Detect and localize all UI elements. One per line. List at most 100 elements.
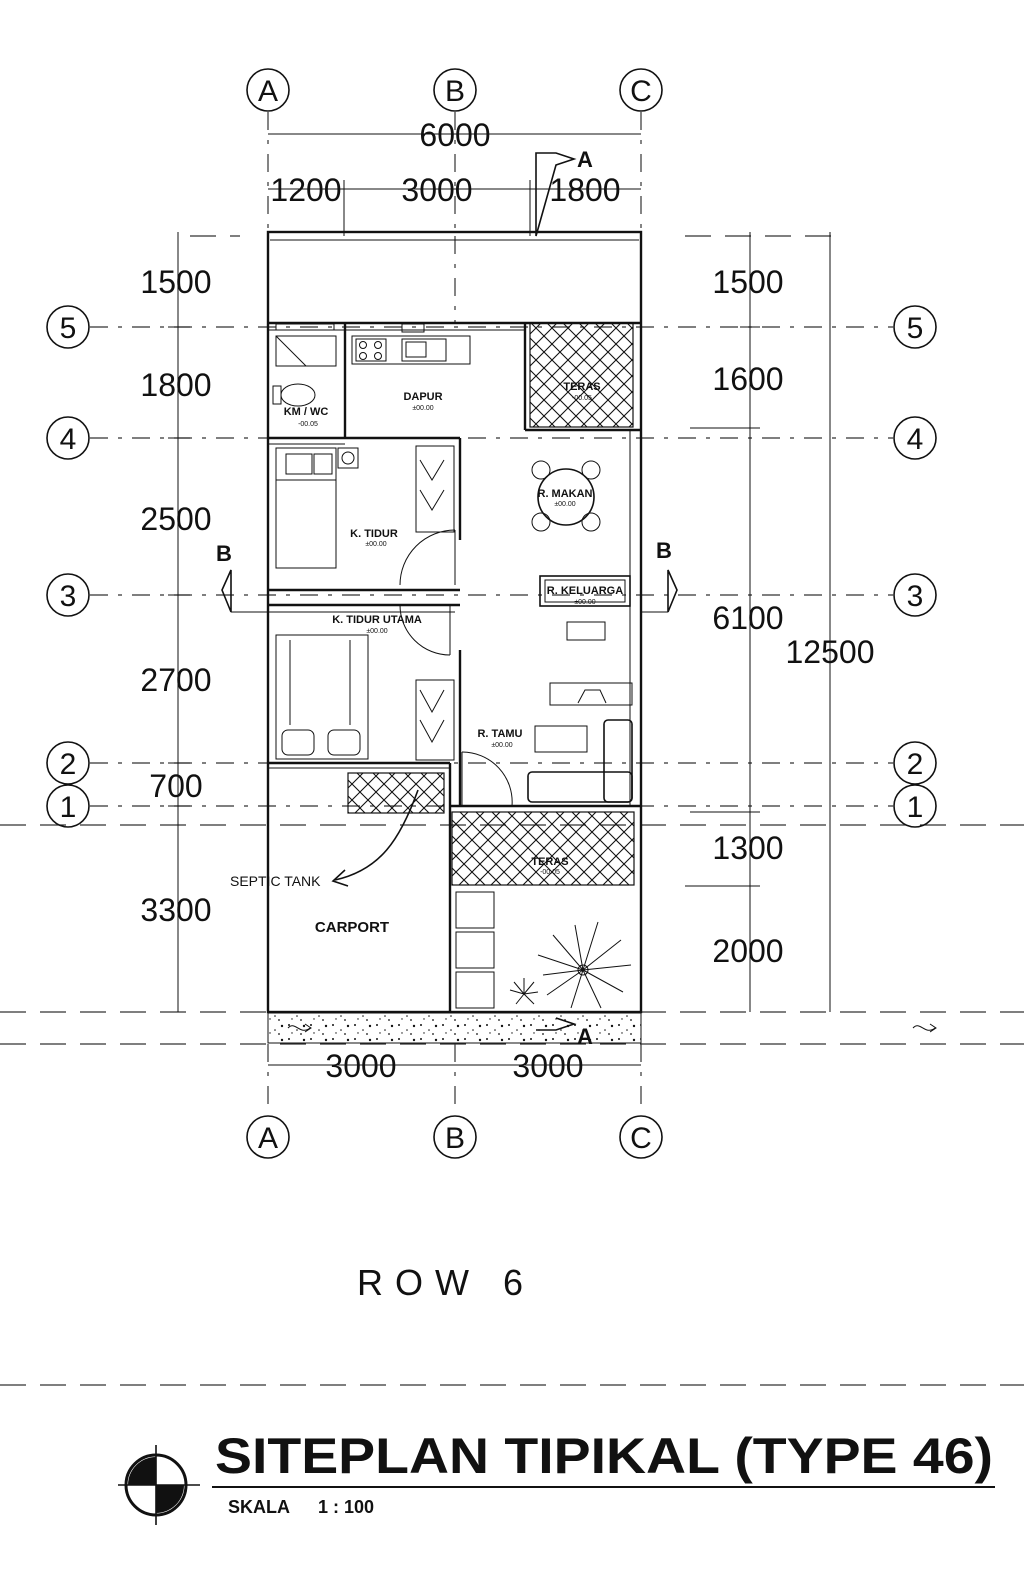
svg-text:-00.05: -00.05	[572, 395, 592, 402]
site-boundary	[266, 230, 643, 1014]
plan-title: SITEPLAN TIPIKAL (TYPE 46)	[215, 1428, 993, 1484]
svg-text:-00.05: -00.05	[540, 869, 560, 876]
svg-text:2: 2	[60, 748, 77, 781]
svg-text:1: 1	[907, 791, 924, 824]
north-arrow-icon	[118, 1445, 200, 1525]
grid-bubble-b-bottom: B	[433, 1115, 477, 1159]
palm-tree-icon	[509, 921, 632, 1009]
section-b-right: B	[656, 538, 672, 563]
dim-bottom-1: 3000	[325, 1048, 396, 1084]
room-r-keluarga-label: R. KELUARGA	[547, 585, 623, 597]
flow-arrow-icon	[287, 1023, 312, 1033]
dim-top-3: 1800	[549, 172, 620, 208]
dim-right-4: 1300	[712, 830, 783, 866]
svg-text:±00.00: ±00.00	[574, 599, 595, 606]
room-r-tamu-label: R. TAMU	[477, 728, 522, 740]
section-a-top: A	[577, 147, 593, 172]
dim-top-2: 3000	[401, 172, 472, 208]
room-kmwc-label: KM / WC	[284, 406, 329, 418]
bedroom-1-furniture	[275, 445, 455, 569]
dim-left-4: 2700	[140, 662, 211, 698]
svg-text:3: 3	[60, 580, 77, 613]
room-k-tidur-label: K. TIDUR	[350, 528, 398, 540]
grid-bubble-a-bottom: A	[246, 1115, 290, 1159]
svg-text:2: 2	[907, 748, 924, 781]
svg-text:B: B	[445, 1122, 465, 1155]
grid-bubble-5-right: 5	[893, 305, 937, 349]
dimension-lines	[168, 133, 831, 1066]
grid-bubble-a-top: A	[246, 68, 290, 112]
grid-bubble-2-left: 2	[46, 741, 90, 785]
svg-text:B: B	[445, 75, 465, 108]
svg-text:4: 4	[907, 423, 924, 456]
room-carport-label: CARPORT	[315, 919, 389, 936]
dim-right-3: 6100	[712, 600, 783, 636]
svg-text:±00.00: ±00.00	[554, 501, 575, 508]
teras-back-hatch	[529, 322, 634, 428]
room-r-makan-label: R. MAKAN	[538, 488, 593, 500]
dim-top-1: 1200	[270, 172, 341, 208]
grid-bubble-1-left: 1	[46, 784, 90, 828]
dim-right-5: 2000	[712, 933, 783, 969]
room-teras-back-label: TERAS	[563, 381, 600, 393]
room-labels: KM / WC -00.05 DAPUR ±00.00 TERAS -00.05…	[230, 381, 623, 936]
flow-arrow-icon	[912, 1023, 937, 1033]
section-marks: A A B B	[216, 147, 678, 1049]
scale-label: SKALA	[228, 1497, 290, 1517]
grid-bubble-3-right: 3	[893, 573, 937, 617]
dim-bottom-2: 3000	[512, 1048, 583, 1084]
grid-bubble-2-right: 2	[893, 741, 937, 785]
svg-text:-00.05: -00.05	[298, 421, 318, 428]
scale-value: 1 : 100	[318, 1497, 374, 1517]
svg-text:1: 1	[60, 791, 77, 824]
dim-right-2: 1600	[712, 361, 783, 397]
grid-bubble-c-top: C	[619, 68, 663, 112]
title-block: SITEPLAN TIPIKAL (TYPE 46) SKALA 1 : 100	[118, 1428, 995, 1525]
svg-text:3: 3	[907, 580, 924, 613]
svg-text:±00.00: ±00.00	[365, 541, 386, 548]
svg-text:±00.00: ±00.00	[412, 405, 433, 412]
building-walls	[268, 321, 641, 1012]
road-gravel	[267, 1012, 642, 1044]
svg-text:4: 4	[60, 423, 77, 456]
grid-bubble-1-right: 1	[893, 784, 937, 828]
dim-right-1: 1500	[712, 264, 783, 300]
bathroom-fixtures	[272, 323, 337, 407]
svg-text:C: C	[630, 1122, 652, 1155]
carport-parking	[455, 891, 495, 1009]
grid-bubble-4-left: 4	[46, 416, 90, 460]
grid-bubble-3-left: 3	[46, 573, 90, 617]
section-b-left: B	[216, 541, 232, 566]
dim-total-depth: 12500	[786, 634, 875, 670]
svg-text:A: A	[258, 1122, 278, 1155]
septic-arrow	[334, 789, 419, 881]
teras-front-hatch	[451, 811, 635, 886]
kitchen-fixtures	[351, 323, 471, 365]
dim-left-5: 700	[149, 768, 202, 804]
svg-text:±00.00: ±00.00	[366, 628, 387, 635]
living-room-furniture	[527, 575, 633, 803]
bedroom-2-furniture	[275, 634, 455, 761]
dining-set	[531, 460, 601, 532]
room-teras-front-label: TERAS	[531, 856, 568, 868]
room-dapur-label: DAPUR	[403, 391, 442, 403]
grid-bubble-c-bottom: C	[619, 1115, 663, 1159]
dimension-labels: 6000 1200 3000 1800 3000 3000 1500 1800 …	[140, 117, 874, 1084]
svg-text:±00.00: ±00.00	[491, 742, 512, 749]
septic-arrowhead	[331, 869, 349, 887]
door-swings	[399, 529, 513, 807]
dim-left-6: 3300	[140, 892, 211, 928]
dim-left-3: 2500	[140, 501, 211, 537]
room-k-tidur-utama-label: K. TIDUR UTAMA	[332, 614, 422, 626]
svg-text:A: A	[258, 75, 278, 108]
row-label: ROW 6	[357, 1262, 535, 1303]
grid-bubble-b-top: B	[433, 68, 477, 112]
grid-bubbles: A B C A B C 5 4 3 2 1 5 4 3 2 1	[46, 68, 937, 1159]
dim-left-2: 1800	[140, 367, 211, 403]
grid-bubble-4-right: 4	[893, 416, 937, 460]
grid-bubble-5-left: 5	[46, 305, 90, 349]
svg-text:5: 5	[907, 312, 924, 345]
septic-tank-label: SEPTIC TANK	[230, 873, 321, 889]
dim-left-1: 1500	[140, 264, 211, 300]
